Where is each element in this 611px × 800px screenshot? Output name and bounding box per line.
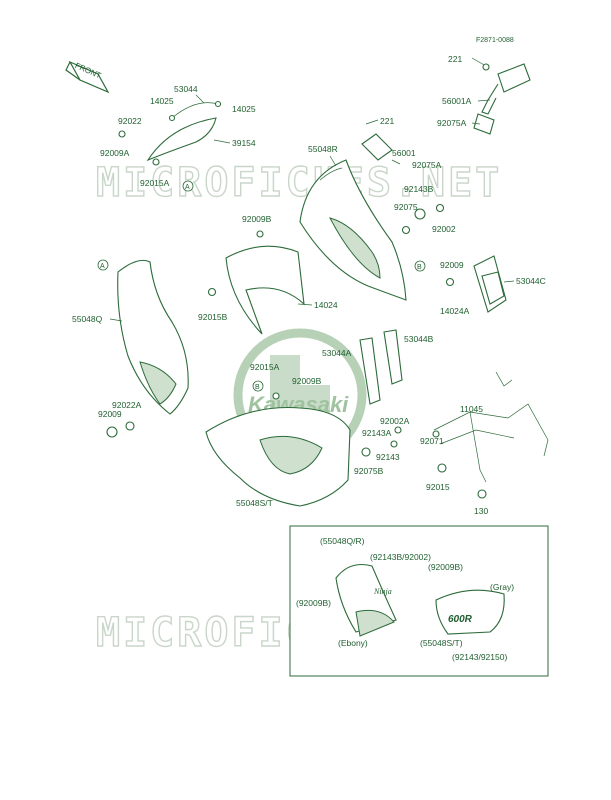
label-92002A: 92002A	[380, 416, 410, 426]
duct-53044A-B	[359, 329, 403, 405]
label-92075A-mid: 92075A	[412, 160, 442, 170]
inset-label-92009B-a: (92009B)	[428, 562, 463, 572]
label-92009-left: 92009	[98, 409, 122, 419]
label-92143: 92143	[376, 452, 400, 462]
marker-A-top	[182, 180, 194, 192]
label-14024A: 14024A	[440, 306, 470, 316]
label-53044A: 53044A	[322, 348, 352, 358]
marker-A-left	[97, 259, 109, 271]
ref-code: F2871-0088	[476, 37, 514, 44]
watermark-top: MICROFICHES.NET	[96, 160, 502, 206]
label-92015B: 92015B	[198, 312, 228, 322]
inset-label-92143B-92002: (92143B/92002)	[370, 552, 431, 562]
marker-B-right-text: B	[417, 264, 422, 271]
nut-92075	[401, 225, 411, 235]
label-221-mid: 221	[380, 116, 394, 126]
label-55048R: 55048R	[308, 144, 338, 154]
label-92009-right: 92009	[440, 260, 464, 270]
grommet-92143B	[414, 208, 426, 220]
marker-A-left-text: A	[100, 263, 105, 270]
inset-label-55048QR: (55048Q/R)	[320, 536, 365, 546]
color-variant-inset: Ninja 600R	[289, 525, 549, 677]
label-53044: 53044	[174, 84, 198, 94]
marker-B-right	[414, 260, 426, 272]
marker-A-top-text: A	[185, 184, 190, 191]
label-92143B: 92143B	[404, 184, 434, 194]
duct-53044C	[445, 255, 507, 313]
stay-11045	[432, 371, 549, 499]
label-92009A: 92009A	[100, 148, 130, 158]
label-92015A-mid: 92015A	[250, 362, 280, 372]
label-55048ST: 55048S/T	[236, 498, 273, 508]
bolt-92002	[435, 203, 445, 213]
inset-label-ebony: (Ebony)	[338, 638, 368, 648]
label-221-top: 221	[448, 54, 462, 64]
label-55048Q: 55048Q	[72, 314, 103, 324]
label-14025-right: 14025	[232, 104, 256, 114]
decal-ninja: Ninja	[373, 587, 392, 596]
label-92022A: 92022A	[112, 400, 142, 410]
side-cowl-55048Q	[117, 259, 189, 415]
inset-label-92143-92150: (92143/92150)	[452, 652, 507, 662]
lower-cowl-55048ST	[205, 406, 351, 507]
label-14025-left: 14025	[150, 96, 174, 106]
front-arrow: FRONT	[65, 60, 110, 94]
label-92075: 92075	[394, 202, 418, 212]
mirror-56001A	[471, 57, 531, 135]
label-130: 130	[474, 506, 488, 516]
inset-label-gray: (Gray)	[490, 582, 514, 592]
label-92143A: 92143A	[362, 428, 392, 438]
label-92002: 92002	[432, 224, 456, 234]
label-92022-top: 92022	[118, 116, 142, 126]
label-14024: 14024	[314, 300, 338, 310]
label-92075A-top: 92075A	[437, 118, 467, 128]
windshield-39154	[118, 100, 222, 166]
marker-B-mid	[252, 380, 264, 392]
kawasaki-logo: Kawasaki	[233, 328, 367, 462]
label-56001: 56001	[392, 148, 416, 158]
marker-B-mid-text: B	[255, 384, 260, 391]
label-92075B: 92075B	[354, 466, 384, 476]
mirror-56001	[361, 119, 401, 165]
upper-cowl-55048R	[299, 159, 407, 301]
label-92009B-upper: 92009B	[242, 214, 272, 224]
label-92071: 92071	[420, 436, 444, 446]
label-92009B-mid: 92009B	[292, 376, 322, 386]
label-92015: 92015	[426, 482, 450, 492]
label-92015A-top: 92015A	[140, 178, 170, 188]
label-56001A: 56001A	[442, 96, 472, 106]
inset-label-92009B-b: (92009B)	[296, 598, 331, 608]
inner-cowl-14024	[207, 245, 305, 335]
label-11045: 11045	[460, 404, 483, 414]
label-39154: 39154	[232, 138, 256, 148]
decal-model: 600R	[448, 614, 473, 625]
inset-label-55048ST: (55048S/T)	[420, 638, 463, 648]
label-53044C: 53044C	[516, 276, 546, 286]
label-53044B: 53044B	[404, 334, 434, 344]
